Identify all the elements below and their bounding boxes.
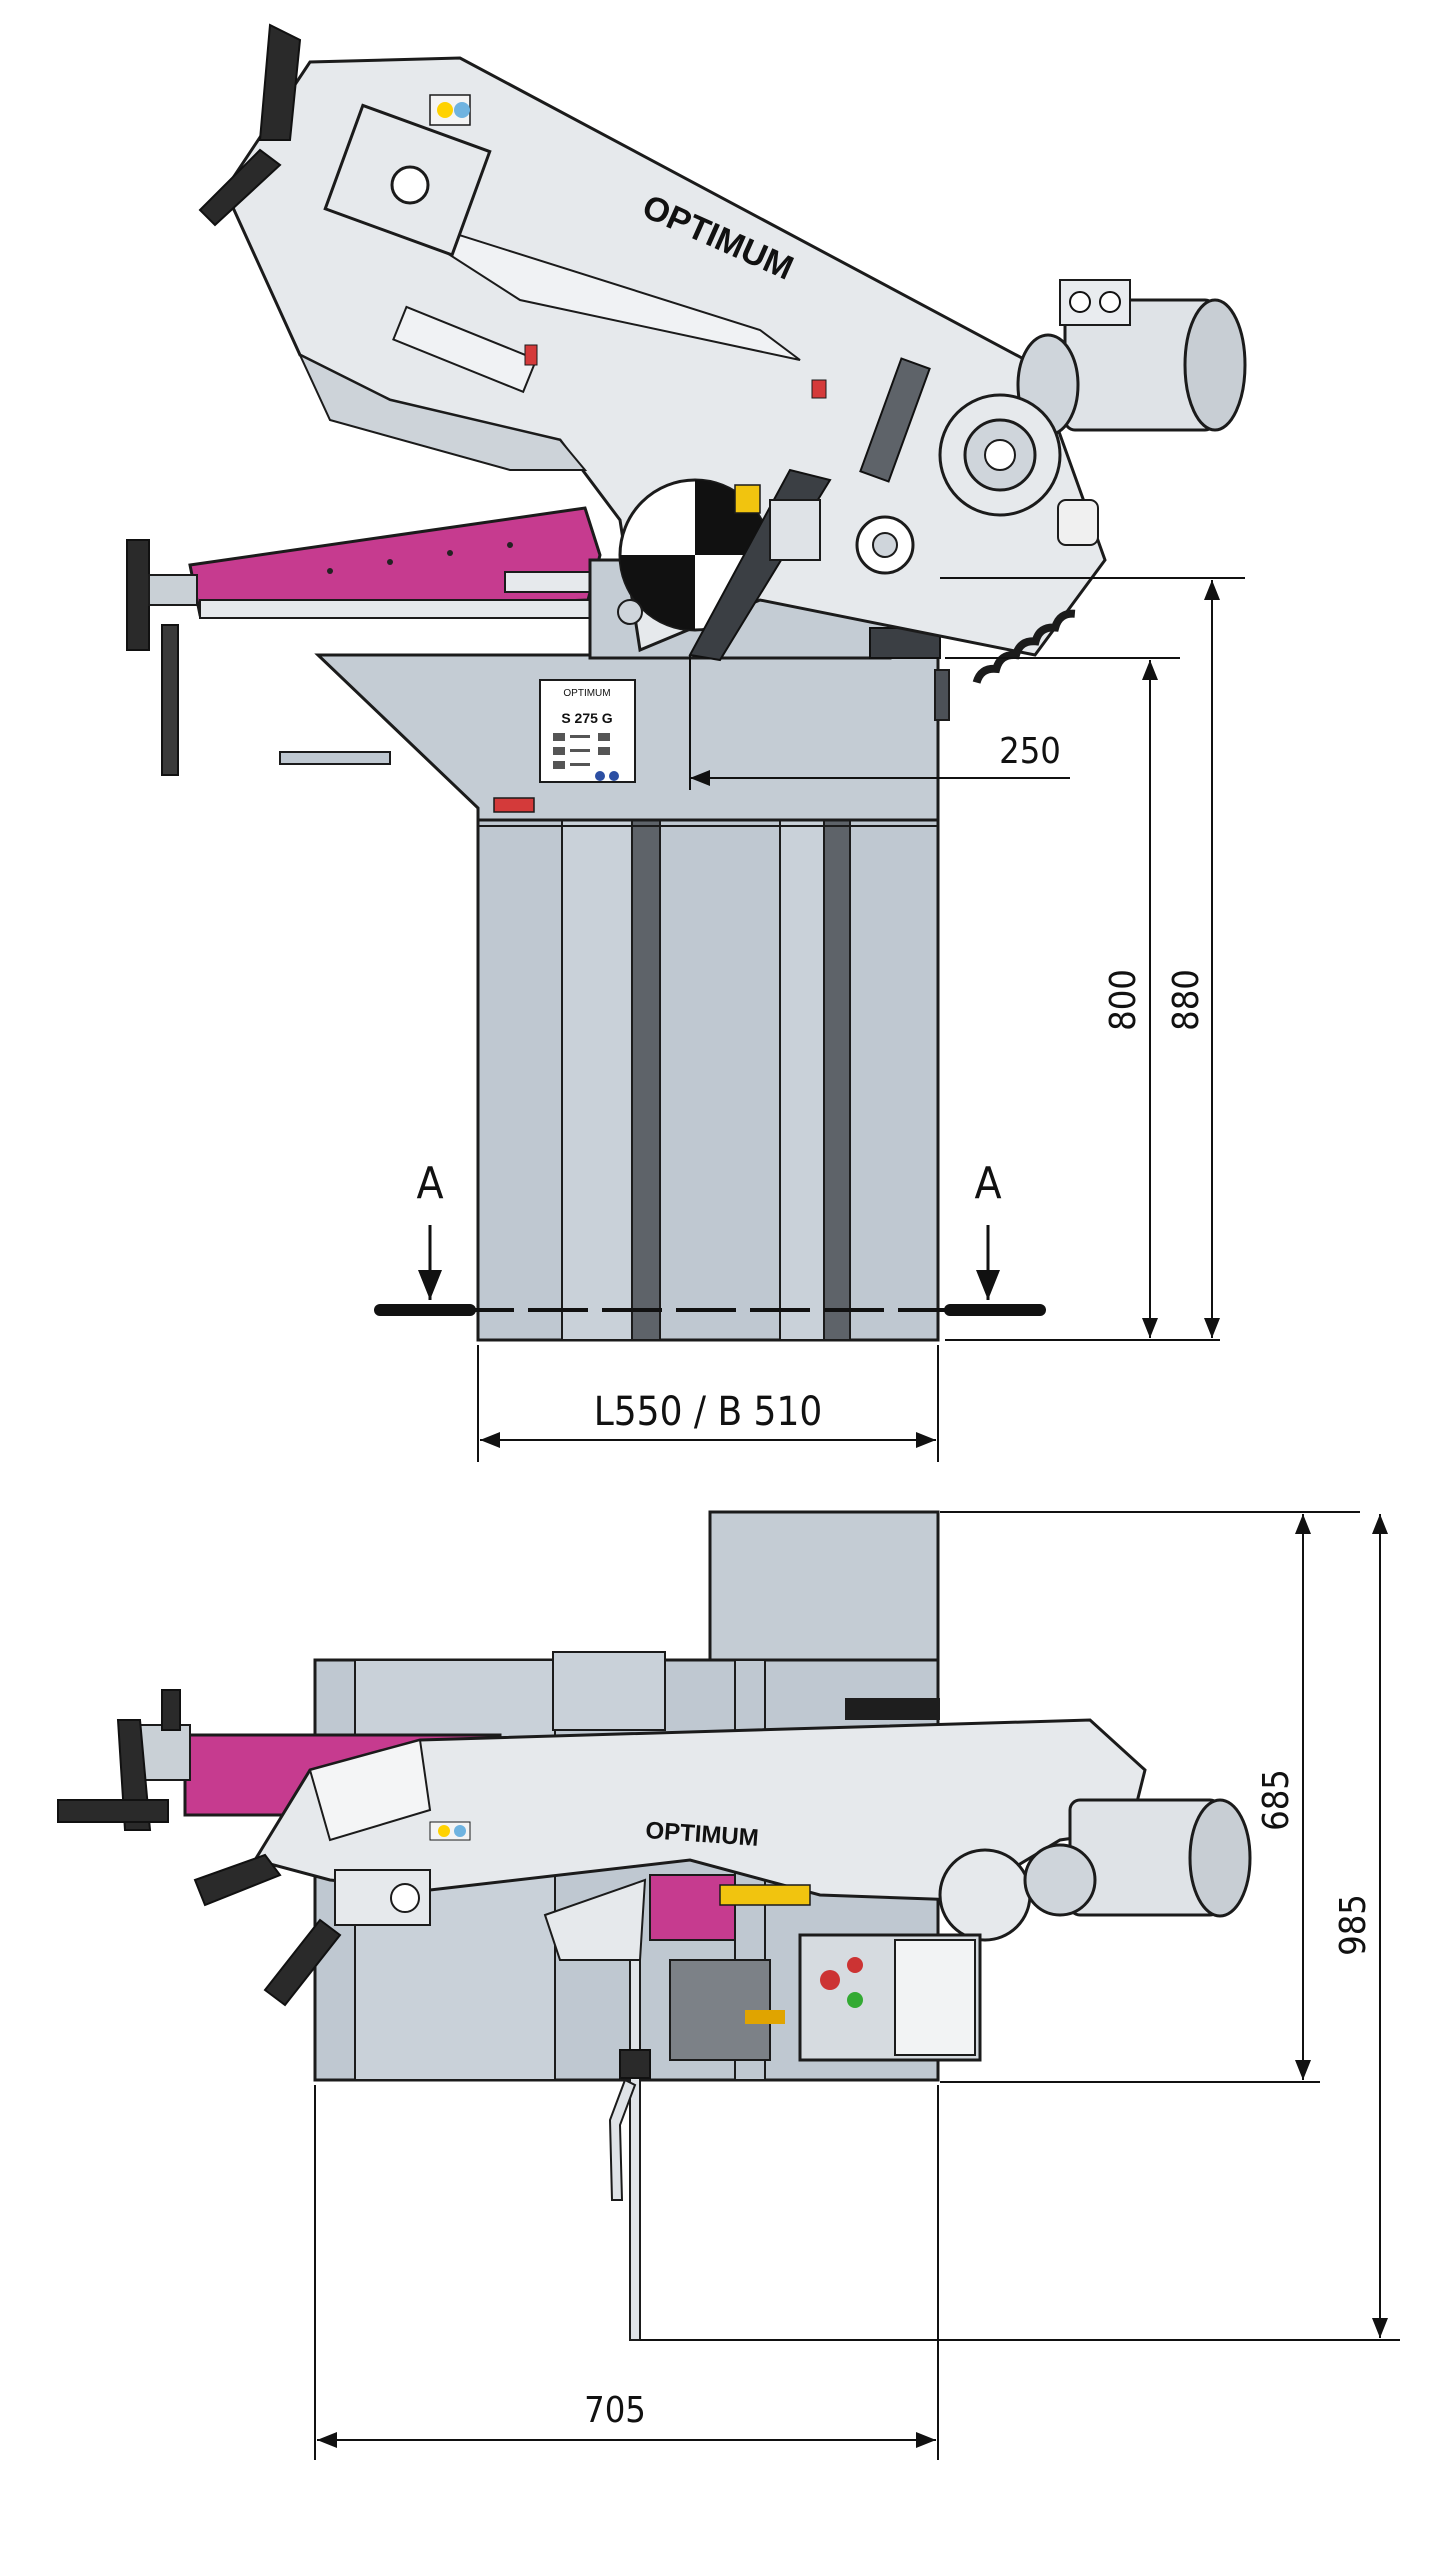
dim-880-label: 880 [1166, 969, 1207, 1031]
machine-stand [476, 818, 940, 1342]
dimension-685: 685 [940, 1511, 1360, 2083]
dim-250-label: 250 [999, 731, 1061, 772]
dim-685-label: 685 [1256, 1769, 1297, 1831]
top-jaw [543, 1874, 811, 1961]
gearbox [855, 357, 1099, 575]
dim-985-label: 985 [1333, 1894, 1374, 1956]
section-label-left: A [416, 1158, 443, 1209]
dim-705-label: 705 [584, 2390, 646, 2431]
top-view: OPTIMUM [57, 1510, 1400, 2460]
dim-width-label: L550 / B 510 [594, 1389, 822, 1435]
return-spring [972, 609, 1076, 684]
feed-rod [608, 1959, 651, 2341]
nameplate-model: S 275 G [561, 710, 612, 726]
dimension-880: 880 [940, 577, 1245, 1338]
vise-handwheel [126, 539, 198, 776]
dimension-800: 800 [945, 657, 1220, 1341]
top-motor [938, 1798, 1252, 1942]
section-line: A A [374, 1158, 1046, 1316]
nameplate-brand: OPTIMUM [563, 688, 610, 699]
top-control-box [669, 1933, 982, 2062]
dimension-width: L550 / B 510 [477, 1345, 939, 1462]
blade-guide [688, 468, 832, 662]
motor [1016, 279, 1247, 437]
dim-800-label: 800 [1103, 969, 1144, 1031]
nameplate: OPTIMUM S 275 G [539, 679, 636, 783]
dimension-250: 250 [689, 655, 1070, 790]
dimension-985: 985 [640, 1514, 1400, 2341]
tension-handle [198, 23, 827, 399]
section-label-right: A [974, 1158, 1001, 1209]
side-view: OPTIMUM S 275 G [126, 23, 1247, 1462]
top-handles [193, 1853, 431, 2007]
dimension-705: 705 [314, 2085, 939, 2460]
